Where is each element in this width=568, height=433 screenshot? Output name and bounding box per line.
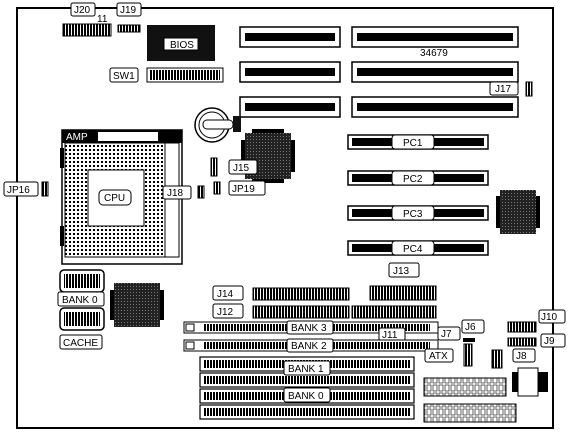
atx-label: ATX xyxy=(424,348,454,363)
j15-label: J15 xyxy=(228,159,258,175)
svg-text:J18: J18 xyxy=(167,188,184,199)
j17-header xyxy=(525,81,533,97)
j12-label: J12 xyxy=(212,303,244,319)
board-number: 34679 xyxy=(420,48,448,59)
svg-text:CACHE: CACHE xyxy=(63,338,98,349)
jp16-label: JP16 xyxy=(3,181,39,197)
j20-pin-label: 11 xyxy=(97,14,108,25)
j11-label: J11 xyxy=(378,327,406,342)
j10-label: J10 xyxy=(538,309,566,324)
j6-label: J6 xyxy=(461,319,485,334)
j13-label: J13 xyxy=(388,262,420,278)
pc3-label: PC3 xyxy=(391,205,435,221)
svg-text:PC3: PC3 xyxy=(403,209,423,220)
j20-label: J20 xyxy=(70,2,96,17)
svg-text:J7: J7 xyxy=(441,329,452,340)
j15-header xyxy=(210,157,218,177)
j17-label: J17 xyxy=(489,81,519,96)
svg-text:J19: J19 xyxy=(120,5,137,16)
svg-text:PC4: PC4 xyxy=(403,244,423,255)
j12-header xyxy=(252,305,350,319)
keyboard-port xyxy=(512,367,548,397)
jp19-label: JP19 xyxy=(228,180,266,196)
bank0-cache-label: BANK 0 xyxy=(57,291,105,307)
j9-header xyxy=(507,337,537,347)
chipset-chip-top xyxy=(241,129,295,183)
j9-label: J9 xyxy=(540,333,566,348)
isa-slots-right xyxy=(351,26,519,118)
svg-text:BANK 0: BANK 0 xyxy=(288,391,324,402)
pc1-label: PC1 xyxy=(391,134,435,150)
j7-header xyxy=(463,343,473,367)
bank1-label: BANK 1 xyxy=(283,360,331,376)
j10-header xyxy=(507,321,537,333)
sw1-switch xyxy=(146,67,224,83)
io-edge-connector xyxy=(423,403,517,423)
cache-controller-chip xyxy=(110,283,164,327)
svg-text:J20: J20 xyxy=(74,5,91,16)
svg-text:BANK 3: BANK 3 xyxy=(291,323,327,334)
svg-text:BANK 1: BANK 1 xyxy=(288,364,324,375)
j14-label: J14 xyxy=(212,285,244,301)
j11-header xyxy=(351,305,437,319)
svg-text:BANK 0: BANK 0 xyxy=(62,295,98,306)
svg-text:BIOS: BIOS xyxy=(170,40,194,51)
j18-label: J18 xyxy=(162,185,192,200)
j13-header xyxy=(369,285,437,301)
svg-text:J12: J12 xyxy=(217,307,234,318)
j14-header xyxy=(252,287,350,301)
svg-text:J14: J14 xyxy=(217,289,234,300)
svg-text:BANK 2: BANK 2 xyxy=(291,341,327,352)
j20-header: 11 xyxy=(62,14,112,37)
j19-header xyxy=(117,24,141,33)
j8-label: J8 xyxy=(512,348,536,363)
svg-text:JP19: JP19 xyxy=(232,184,255,195)
bank0-label: BANK 0 xyxy=(283,387,331,403)
jp16-header xyxy=(41,181,49,197)
svg-text:SW1: SW1 xyxy=(113,71,135,82)
atx-connector xyxy=(423,377,507,397)
chipset-chip-right xyxy=(496,190,540,234)
pc2-label: PC2 xyxy=(391,170,435,186)
cache-modules xyxy=(59,269,105,331)
svg-text:AMP: AMP xyxy=(66,132,88,143)
amp-label: AMP xyxy=(62,130,182,143)
j6-header xyxy=(463,338,475,342)
bios-chip: BIOS xyxy=(147,25,215,61)
bank3-label: BANK 3 xyxy=(286,320,334,335)
isa-slots-left xyxy=(239,26,341,118)
jp19-header xyxy=(213,181,221,195)
svg-text:J15: J15 xyxy=(233,163,250,174)
j19-label: J19 xyxy=(116,2,142,17)
battery xyxy=(194,107,241,143)
cpu-label: CPU xyxy=(98,189,132,206)
bank2-label: BANK 2 xyxy=(286,338,334,353)
cache-label: CACHE xyxy=(59,334,103,350)
svg-text:J9: J9 xyxy=(544,336,555,347)
svg-text:J13: J13 xyxy=(393,266,410,277)
j8-header xyxy=(491,349,503,369)
sw1-label: SW1 xyxy=(109,67,139,83)
svg-text:J6: J6 xyxy=(465,322,476,333)
svg-text:PC1: PC1 xyxy=(403,138,423,149)
pc4-label: PC4 xyxy=(391,240,435,256)
j18-header xyxy=(197,185,205,199)
svg-text:PC2: PC2 xyxy=(403,174,423,185)
svg-text:J11: J11 xyxy=(382,330,398,341)
j7-label: J7 xyxy=(437,326,461,341)
svg-text:J10: J10 xyxy=(541,312,558,323)
svg-text:J8: J8 xyxy=(516,351,527,362)
svg-text:CPU: CPU xyxy=(104,193,125,204)
svg-text:ATX: ATX xyxy=(429,351,448,362)
svg-text:J17: J17 xyxy=(495,84,512,95)
svg-text:JP16: JP16 xyxy=(7,185,30,196)
